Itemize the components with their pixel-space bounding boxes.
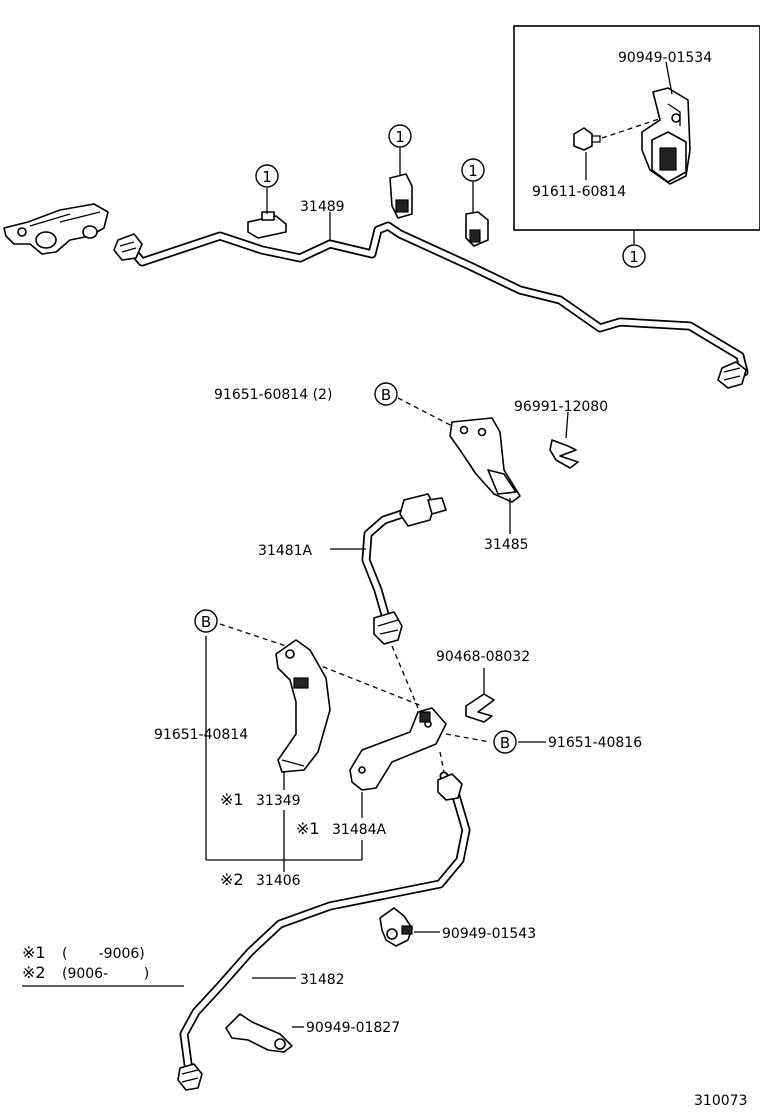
- pipe-31481a: [361, 507, 413, 623]
- leader-b-lower-b: [305, 659, 423, 707]
- pipe-31481a-top-fitting: [399, 493, 447, 527]
- clamp-b: [389, 173, 413, 219]
- legend-range-1: ( -9006): [62, 946, 145, 962]
- clamp-bracket-inset: [641, 87, 691, 185]
- leader-inset: [601, 117, 663, 139]
- bolt-inset: [573, 127, 601, 151]
- legend-mark-2: ※2: [22, 963, 46, 982]
- pipe-31482: [179, 771, 471, 1083]
- callout-1-inset: 1: [622, 244, 646, 268]
- pipe-31482-bottom-fitting: [177, 1063, 203, 1091]
- leader-31481a: [391, 645, 419, 709]
- label-31349: 31349: [256, 793, 301, 809]
- callout-1-clamp-b: 1: [388, 124, 412, 148]
- inset-box: [513, 25, 760, 231]
- clamp-90949-01543: [379, 907, 413, 947]
- note-mark-31349: ※1: [220, 790, 244, 809]
- label-90949-01827: 90949-01827: [306, 1020, 400, 1036]
- callout-b-left: B: [194, 609, 218, 633]
- label-90949-01534: 90949-01534: [618, 50, 712, 66]
- legend-mark-1: ※1: [22, 943, 46, 962]
- leader-31482: [439, 751, 445, 773]
- label-90468-08032: 90468-08032: [436, 649, 530, 665]
- clamp-90949-01827: [225, 1013, 293, 1053]
- note-mark-31406: ※2: [220, 870, 244, 889]
- label-31484a: 31484A: [332, 822, 387, 838]
- pipe-31481a-bottom-fitting: [373, 611, 403, 645]
- label-31406: 31406: [256, 873, 301, 889]
- label-31489: 31489: [300, 199, 345, 215]
- callout-b-right: B: [493, 730, 517, 754]
- svg-text:1: 1: [395, 128, 405, 146]
- leader-b-lower-right: [445, 733, 491, 743]
- svg-text:1: 1: [629, 248, 639, 266]
- right-pipe-fitting: [717, 361, 747, 389]
- leader-b-lower-a: [219, 623, 287, 647]
- svg-text:1: 1: [468, 162, 478, 180]
- diagram-number: 310073: [694, 1093, 747, 1109]
- label-91611-60814: 91611-60814: [532, 184, 626, 200]
- leader-b-upper: [397, 397, 457, 429]
- label-31482: 31482: [300, 972, 345, 988]
- clip-96991: [549, 439, 579, 469]
- left-mount-bracket: [3, 203, 109, 255]
- note-mark-31484a: ※1: [296, 819, 320, 838]
- svg-text:1: 1: [262, 168, 272, 186]
- svg-text:B: B: [381, 386, 391, 404]
- clamp-a: [247, 211, 287, 239]
- callout-1-clamp-c: 1: [461, 158, 485, 182]
- callout-1-clamp-a: 1: [255, 164, 279, 188]
- callout-b-upper: B: [374, 382, 398, 406]
- bracket-31485: [449, 417, 521, 503]
- label-91651-40814: 91651-40814: [154, 727, 248, 743]
- label-91651-40816: 91651-40816: [548, 735, 642, 751]
- clamp-c: [465, 211, 489, 247]
- label-91651-60814: 91651-60814 (2): [214, 387, 332, 403]
- label-96991-12080: 96991-12080: [514, 399, 608, 415]
- bracket-31349: [275, 639, 331, 773]
- bracket-31484a: [349, 707, 447, 791]
- svg-text:B: B: [500, 734, 510, 752]
- svg-text:B: B: [201, 613, 211, 631]
- label-31485: 31485: [484, 537, 529, 553]
- pipe-31489: [125, 221, 749, 377]
- pipe-31482-top-fitting: [437, 773, 463, 801]
- clip-90468: [465, 693, 495, 723]
- left-pipe-fitting: [113, 233, 143, 261]
- label-31481a: 31481A: [258, 543, 313, 559]
- label-90949-01543: 90949-01543: [442, 926, 536, 942]
- legend-range-2: (9006- ): [62, 966, 149, 982]
